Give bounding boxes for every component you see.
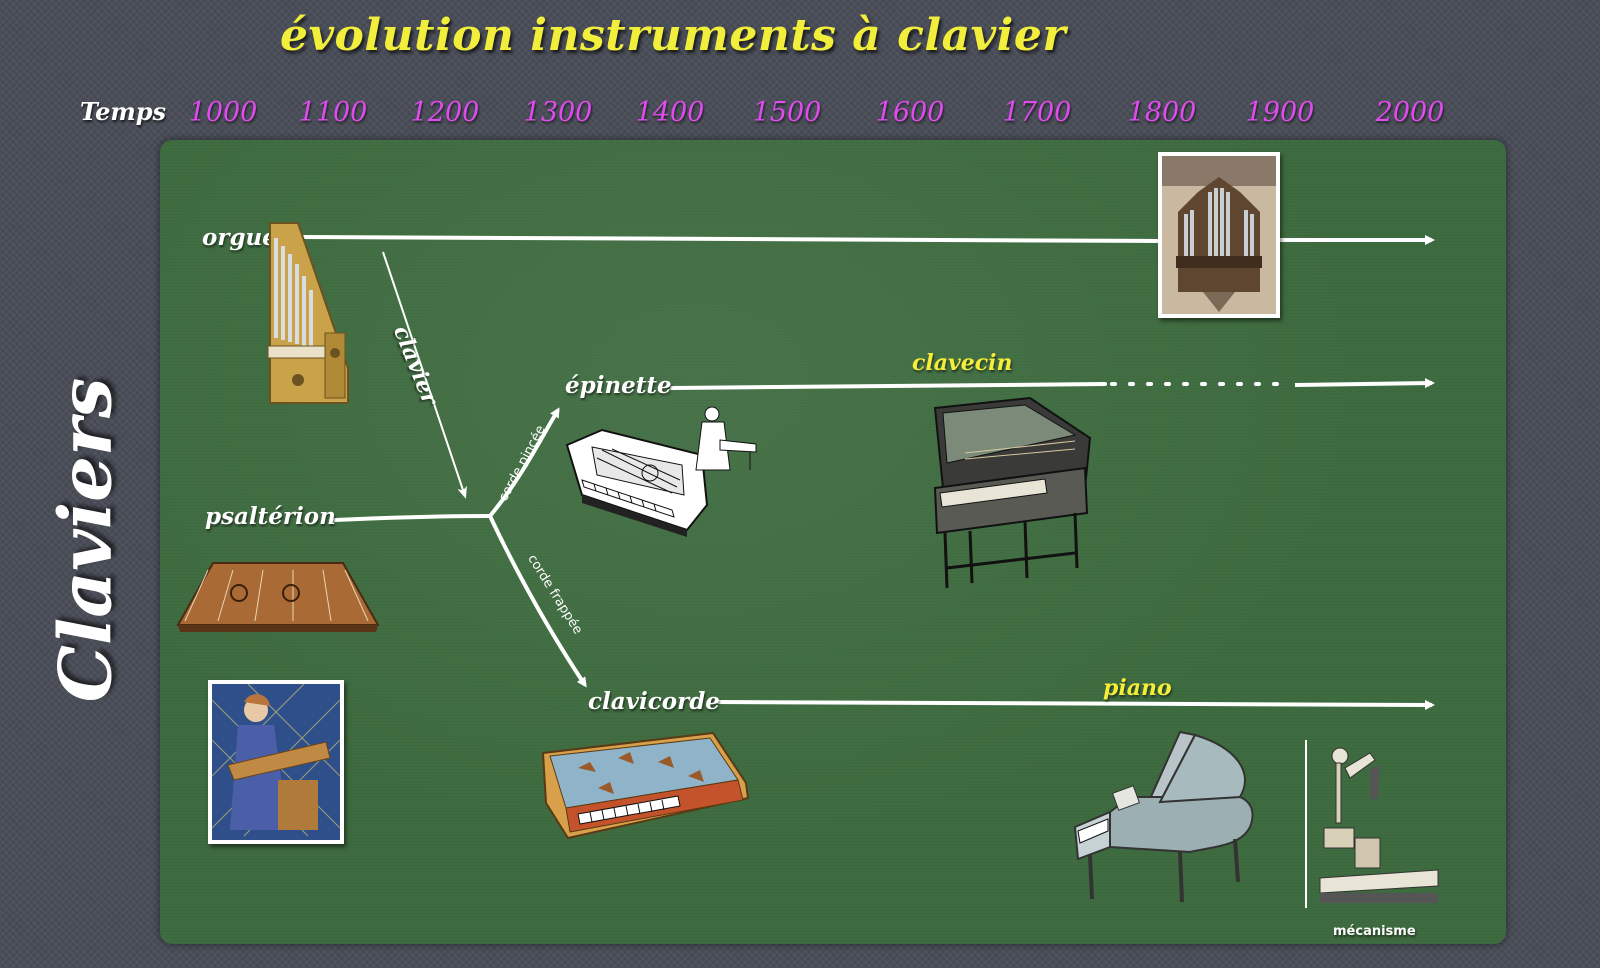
clavecin-arrow-end	[1294, 378, 1435, 389]
clavichord-image	[541, 731, 750, 840]
page-title: évolution instruments à clavier	[280, 10, 1067, 61]
orgue-arrow	[300, 235, 1162, 243]
timeline-label: Temps	[80, 97, 167, 126]
diagram-board	[160, 140, 1506, 944]
corde-frappee-arrow	[488, 515, 587, 688]
piano-arrow	[716, 699, 1435, 710]
clavecin-arrow	[670, 382, 1107, 390]
psalterion-line	[333, 514, 492, 522]
label-mecanisme: mécanisme	[1333, 924, 1416, 939]
label-clavicorde: clavicorde	[588, 688, 720, 715]
harpsichord-image	[933, 396, 1092, 589]
year-1100: 1100	[298, 97, 368, 128]
cathedral-organ-image	[1158, 152, 1280, 318]
year-2000: 2000	[1375, 97, 1445, 128]
spinet-image	[565, 428, 709, 537]
label-orgue: orgue	[202, 224, 277, 251]
organ-image	[267, 222, 349, 404]
corde-pincee-arrow	[488, 407, 560, 518]
year-1300: 1300	[523, 97, 593, 128]
year-1200: 1200	[410, 97, 480, 128]
spinet-player-image	[695, 406, 757, 471]
label-epinette: épinette	[565, 372, 672, 399]
clavier-arrow	[382, 251, 467, 499]
year-1000: 1000	[188, 97, 258, 128]
year-1900: 1900	[1245, 97, 1315, 128]
year-1400: 1400	[635, 97, 705, 128]
year-1700: 1700	[1002, 97, 1072, 128]
grand-piano-image	[1073, 730, 1254, 903]
label-clavecin: clavecin	[912, 350, 1013, 376]
label-psalterion: psaltérion	[205, 503, 336, 530]
medieval-musician-image	[208, 680, 344, 844]
label-piano: piano	[1103, 675, 1172, 701]
year-1500: 1500	[752, 97, 822, 128]
year-1800: 1800	[1127, 97, 1197, 128]
psaltery-image	[176, 562, 380, 632]
piano-mechanism-image	[1305, 740, 1439, 908]
year-1600: 1600	[875, 97, 945, 128]
